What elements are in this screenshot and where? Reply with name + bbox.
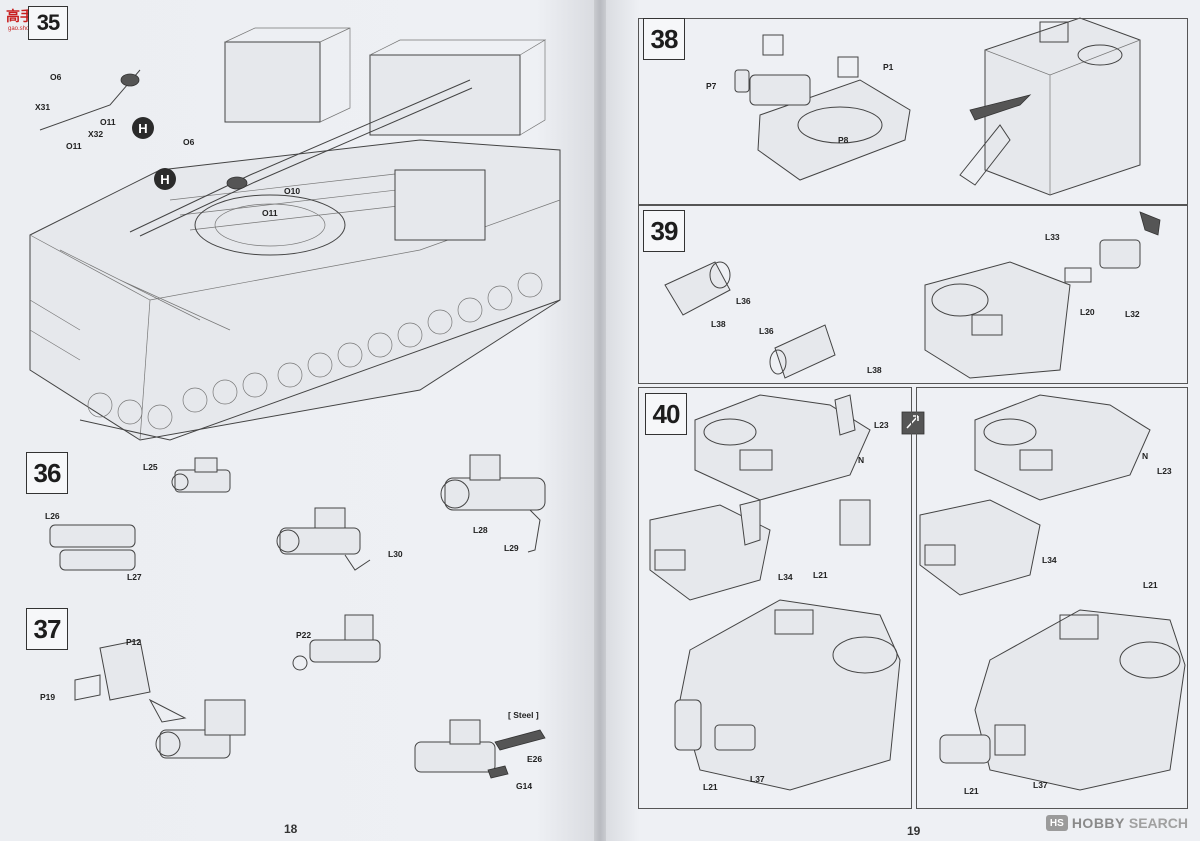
part-label-l38: L38 [867, 365, 882, 375]
marker-h-icon: H [154, 168, 176, 190]
part-label-l36: L36 [736, 296, 751, 306]
part-label-o11: O11 [100, 117, 116, 127]
part-label-l33: L33 [1045, 232, 1060, 242]
part-label-l25: L25 [143, 462, 158, 472]
part-label-p1: P1 [883, 62, 894, 72]
step-40-right-panel [916, 387, 1188, 809]
part-label-l21: L21 [964, 786, 979, 796]
step-40-parts [649, 394, 1186, 791]
step-39-parts [664, 211, 1161, 379]
part-label-e26: E26 [527, 754, 543, 764]
page-number-right: 19 [907, 824, 921, 838]
part-label-o10: O10 [284, 186, 301, 196]
part-label-l23: L23 [1157, 466, 1172, 476]
part-label-n: N [858, 455, 865, 465]
page-number-left: 18 [284, 822, 298, 836]
part-label-p22: P22 [296, 630, 312, 640]
left-page [0, 0, 596, 841]
part-label-p7: P7 [706, 81, 717, 91]
step-40-left-panel [638, 387, 912, 809]
part-label-l28: L28 [473, 525, 488, 535]
part-label-l37: L37 [1033, 780, 1048, 790]
watermark-brand: HOBBY [1071, 815, 1125, 831]
material-note: [ Steel ] [508, 710, 539, 720]
part-label-l20: L20 [1080, 307, 1095, 317]
part-label-o6: O6 [183, 137, 195, 147]
step-40-number: 40 [645, 393, 687, 435]
watermark-name: SEARCH [1128, 815, 1188, 831]
part-label-p8: P8 [838, 135, 849, 145]
step-37-number: 37 [26, 608, 68, 650]
part-label-x31: X31 [35, 102, 51, 112]
part-label-l38: L38 [711, 319, 726, 329]
part-label-l29: L29 [504, 543, 519, 553]
tank-hull-drawing [29, 27, 561, 441]
step-38-parts [734, 17, 1141, 196]
step-35-number: 35 [28, 6, 68, 40]
part-label-x32: X32 [88, 129, 104, 139]
part-label-l23: L23 [874, 420, 889, 430]
part-label-p12: P12 [126, 637, 142, 647]
part-label-l30: L30 [388, 549, 403, 559]
step-38-panel [638, 18, 1188, 206]
part-label-l21: L21 [813, 570, 828, 580]
part-label-l34: L34 [778, 572, 793, 582]
step-36-parts [49, 454, 546, 571]
part-label-o11: O11 [262, 208, 278, 218]
part-label-l27: L27 [127, 572, 142, 582]
part-label-l26: L26 [45, 511, 60, 521]
part-label-o11: O11 [66, 141, 82, 151]
step-36-number: 36 [26, 452, 68, 494]
part-label-l32: L32 [1125, 309, 1140, 319]
step-39-panel [638, 204, 1188, 384]
part-label-l36: L36 [759, 326, 774, 336]
logo-url: gao.shou.com [8, 26, 46, 32]
marker-h-icon: H [132, 117, 154, 139]
step-37-parts [74, 614, 546, 779]
step-39-number: 39 [643, 210, 685, 252]
part-label-l37: L37 [750, 774, 765, 784]
part-label-l34: L34 [1042, 555, 1057, 565]
hobby-search-watermark: HS HOBBY SEARCH [1045, 815, 1188, 831]
part-label-o6: O6 [50, 72, 62, 82]
part-label-n: N [1142, 451, 1149, 461]
page-gutter [594, 0, 606, 841]
part-label-p19: P19 [40, 692, 56, 702]
part-label-l21: L21 [1143, 580, 1158, 590]
hobby-search-logo-icon: HS [1045, 815, 1068, 831]
part-label-g14: G14 [516, 781, 533, 791]
step-38-number: 38 [643, 18, 685, 60]
part-label-l21: L21 [703, 782, 718, 792]
